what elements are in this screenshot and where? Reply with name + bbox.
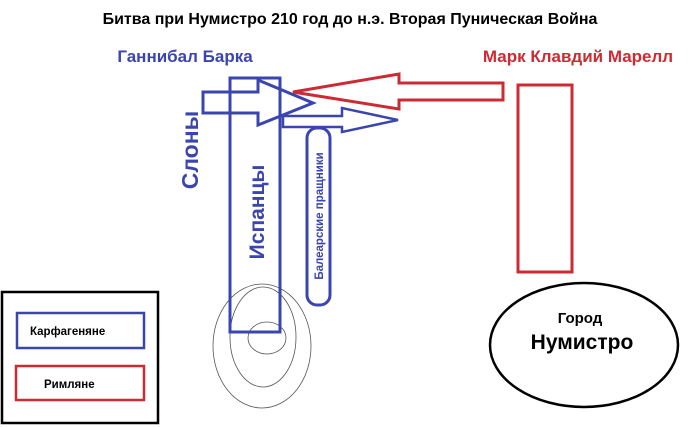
spaniards-label: Испанцы <box>246 165 269 260</box>
spaniards-unit <box>228 76 282 334</box>
roman-unit <box>516 83 574 274</box>
balearic-slingers-label: Балеарские пращники <box>314 152 326 279</box>
roman-arrow <box>292 72 505 111</box>
elephants-arrow <box>201 77 317 128</box>
elephants-label: Слоны <box>177 111 203 190</box>
slingers-arrow <box>281 106 399 134</box>
legend-rome-swatch <box>14 364 146 402</box>
diagram-title: Битва при Нумистро 210 год до н.э. Втора… <box>103 11 598 28</box>
rome-commander-label: Марк Клавдий Марелл <box>483 47 673 66</box>
balearic-slingers-unit <box>305 126 332 307</box>
contour-middle <box>229 286 297 388</box>
numistro-city <box>488 281 680 409</box>
legend-carthage-label: Карфагеняне <box>30 326 105 338</box>
legend-rome-label: Римляне <box>44 379 95 391</box>
contour-outer <box>212 283 312 409</box>
city-label-line2: Нумистро <box>531 331 634 354</box>
carthage-commander-label: Ганнибал Барка <box>117 47 253 66</box>
legend-box <box>0 290 160 425</box>
contour-inner <box>247 321 287 355</box>
hill-contours <box>212 283 312 409</box>
legend-carthage-swatch <box>15 311 146 350</box>
legend: Карфагеняне Римляне <box>0 290 160 425</box>
city-label-line1: Город <box>558 310 603 327</box>
